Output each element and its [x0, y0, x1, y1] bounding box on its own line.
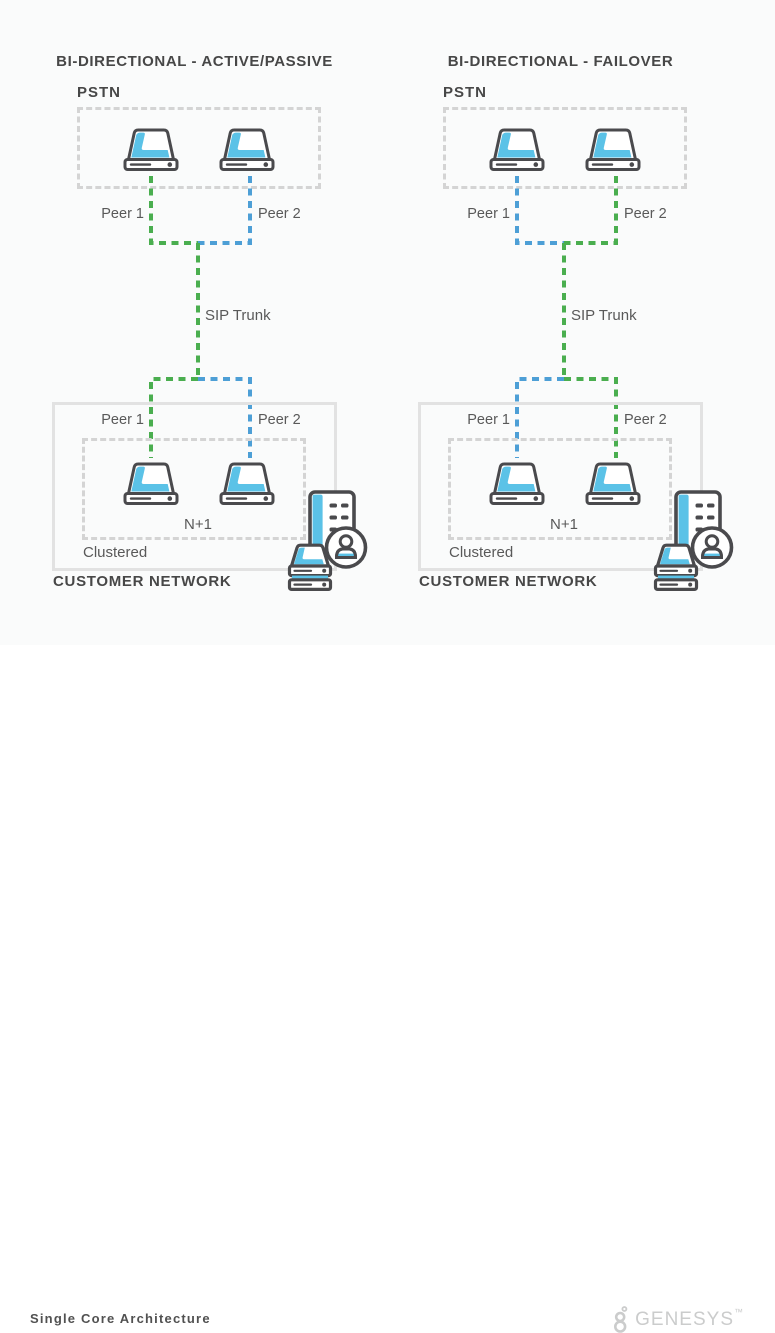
clustered-box [448, 438, 672, 540]
diagram-failover: BI-DIRECTIONAL - FAILOVER PSTN Peer 1 Pe… [418, 0, 734, 630]
customer-gateway-icon [123, 460, 179, 506]
peer2-label-bottom: Peer 2 [624, 412, 667, 428]
pstn-gateway-icon [489, 126, 545, 172]
customer-network-box [52, 402, 337, 571]
clustered-label: Clustered [449, 544, 514, 561]
diagram-title: BI-DIRECTIONAL - FAILOVER [447, 53, 674, 70]
peer1-label-top: Peer 1 [101, 206, 144, 222]
peer1-label-top: Peer 1 [467, 206, 510, 222]
pstn-gateway-icon [585, 126, 641, 172]
pstn-box [443, 107, 687, 189]
peer2-label-top: Peer 2 [624, 206, 667, 222]
customer-network-box [418, 402, 703, 571]
diagram-title: BI-DIRECTIONAL - ACTIVE/PASSIVE [56, 53, 333, 70]
n-plus-1-label: N+1 [184, 516, 212, 533]
building-servers-user-icon [650, 488, 736, 594]
genesys-logo-text: GENESYS™ [635, 1307, 744, 1330]
genesys-logo: GENESYS™ [611, 1305, 744, 1333]
sip-trunk-label: SIP Trunk [571, 307, 637, 324]
sip-trunk-label: SIP Trunk [205, 307, 271, 324]
clustered-label: Clustered [83, 544, 148, 561]
pstn-label: PSTN [77, 84, 122, 101]
n-plus-1-label: N+1 [550, 516, 578, 533]
pstn-label: PSTN [443, 84, 488, 101]
customer-network-label: CUSTOMER NETWORK [419, 573, 598, 590]
building-servers-user-icon [284, 488, 370, 594]
peer2-label-top: Peer 2 [258, 206, 301, 222]
pstn-gateway-icon [219, 126, 275, 172]
clustered-box [82, 438, 306, 540]
genesys-dots-icon [614, 1306, 628, 1333]
pstn-gateway-icon [123, 126, 179, 172]
pstn-box [77, 107, 321, 189]
peer1-label-bottom: Peer 1 [101, 412, 144, 428]
diagram-active-passive: BI-DIRECTIONAL - ACTIVE/PASSIVE PSTN Pee… [52, 0, 368, 630]
peer1-label-bottom: Peer 1 [467, 412, 510, 428]
customer-network-label: CUSTOMER NETWORK [53, 573, 232, 590]
customer-gateway-icon [489, 460, 545, 506]
customer-gateway-icon [219, 460, 275, 506]
trademark-symbol: ™ [734, 1307, 744, 1317]
diagram-canvas: BI-DIRECTIONAL - ACTIVE/PASSIVE PSTN Pee… [0, 0, 775, 645]
customer-gateway-icon [585, 460, 641, 506]
footer: Single Core Architecture GENESYS™ [0, 645, 775, 1333]
peer2-label-bottom: Peer 2 [258, 412, 301, 428]
footer-caption: Single Core Architecture [30, 1311, 211, 1326]
